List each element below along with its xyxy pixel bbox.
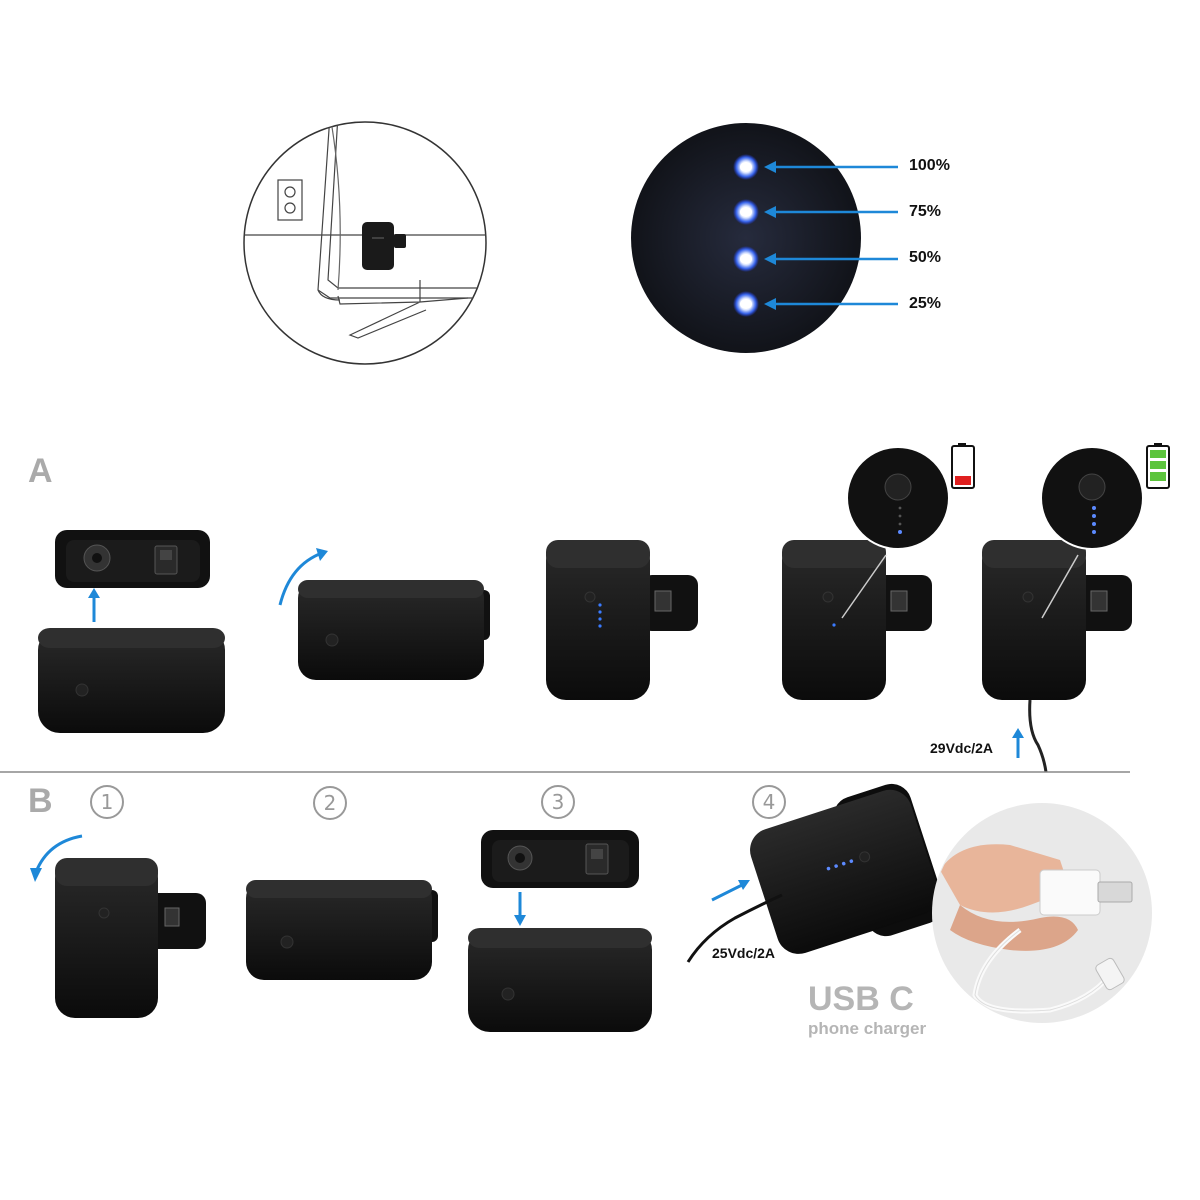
section-a-label: A <box>28 452 53 490</box>
usb-photo-circle <box>932 803 1152 1023</box>
usb-title: USB C <box>808 980 914 1018</box>
battery-full-icon <box>1146 443 1170 489</box>
level-arrowhead-1 <box>764 206 776 218</box>
b1-device <box>55 858 206 1018</box>
level-arrowhead-3 <box>764 298 776 310</box>
a2-device <box>298 580 490 680</box>
level-arrowhead-0 <box>764 161 776 173</box>
section-b-voltage: 25Vdc/2A <box>712 945 776 961</box>
led-core-3 <box>740 299 752 309</box>
b3-blue-arrow <box>514 892 526 926</box>
led-core-1 <box>740 207 752 217</box>
a-voltage-arrow <box>1012 728 1024 758</box>
usb-subtitle: phone charger <box>808 1019 927 1038</box>
led-group <box>733 154 898 317</box>
led-core-0 <box>740 162 752 172</box>
b4-device <box>750 783 945 954</box>
b1-rotate-arrow-icon <box>34 834 83 873</box>
level-label-50: 50% <box>909 249 942 266</box>
a1-cover-piece <box>55 530 210 588</box>
section-b-label: B <box>28 782 53 820</box>
step-3: 3 <box>541 785 575 819</box>
scene-device <box>362 222 394 270</box>
indicator-circle <box>631 123 861 353</box>
level-label-75: 75% <box>909 203 942 220</box>
a1-device-body <box>38 628 225 733</box>
b2-device <box>246 880 438 980</box>
battery-low-icon <box>951 443 975 489</box>
step-2: 2 <box>313 786 347 820</box>
a1-blue-arrow <box>88 588 100 622</box>
led-core-2 <box>740 254 752 264</box>
scene-circle <box>243 121 487 365</box>
b4-blue-arrow <box>711 880 750 902</box>
level-arrowhead-2 <box>764 253 776 265</box>
a5-device <box>982 446 1144 773</box>
section-a-voltage: 29Vdc/2A <box>930 740 994 756</box>
step-4: 4 <box>752 785 786 819</box>
b3-device-body <box>468 928 652 1032</box>
b4-cable <box>686 893 783 963</box>
level-label-100: 100% <box>909 157 950 174</box>
step-1: 1 <box>90 785 124 819</box>
a4-device <box>782 446 950 700</box>
a3-device <box>546 540 698 700</box>
rotate-arrow-icon <box>278 551 323 606</box>
level-label-25: 25% <box>909 295 942 312</box>
b3-cover-piece <box>481 830 639 888</box>
